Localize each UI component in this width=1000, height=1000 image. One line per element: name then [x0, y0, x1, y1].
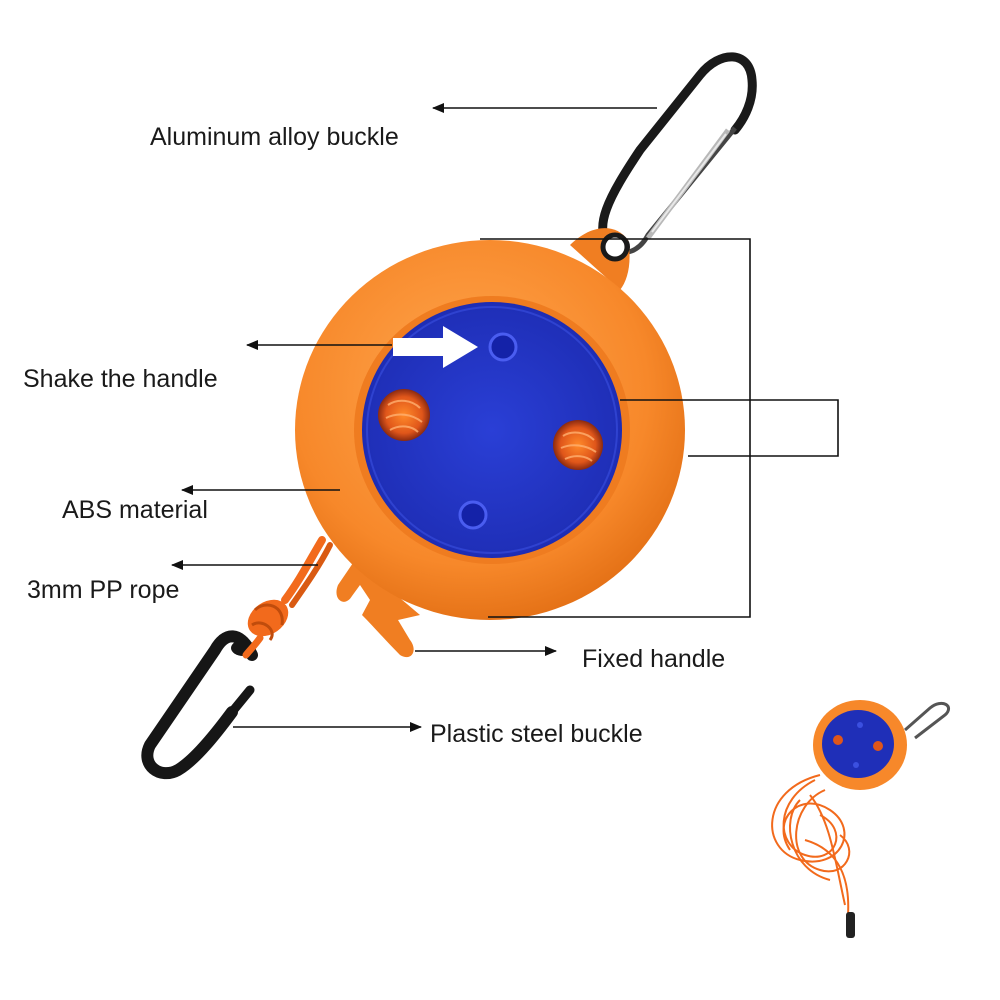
blue-reel [362, 302, 622, 558]
pp-rope [242, 536, 333, 659]
label-aluminum-alloy-buckle: Aluminum alloy buckle [150, 123, 399, 151]
label-abs-material: ABS material [62, 496, 208, 524]
label-fixed-handle: Fixed handle [582, 645, 726, 673]
inset-product-photo [771, 700, 951, 938]
aluminum-carabiner [598, 52, 757, 260]
label-plastic-steel-buckle: Plastic steel buckle [430, 720, 643, 748]
label-pp-rope: 3mm PP rope [27, 576, 180, 604]
callout-lines [171, 103, 839, 732]
plastic-steel-buckle [141, 630, 258, 780]
rotate-arrow-icon [393, 326, 478, 368]
label-shake-the-handle: Shake the handle [23, 365, 218, 393]
